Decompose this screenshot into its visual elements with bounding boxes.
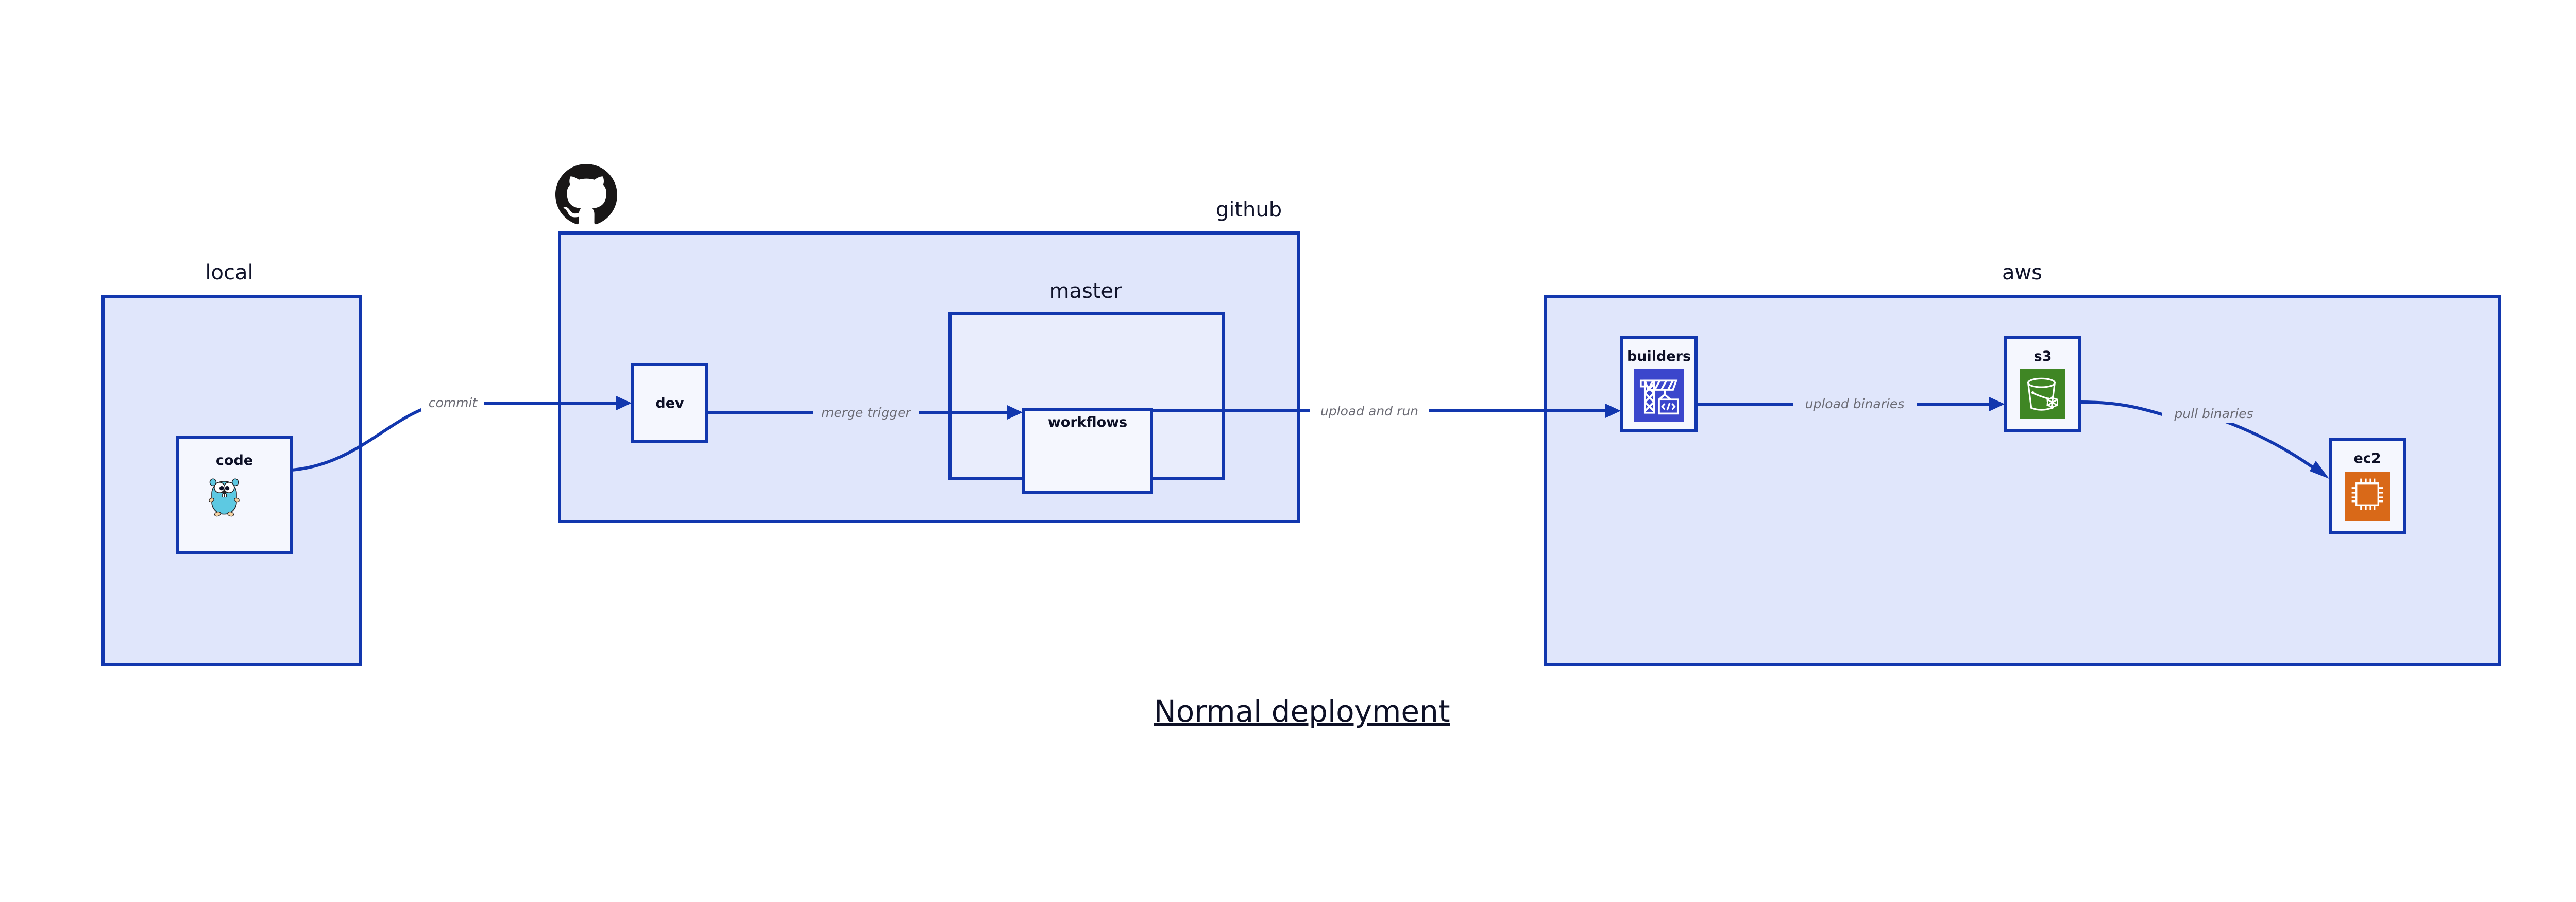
node-dev-box[interactable] — [631, 363, 708, 443]
edge-upload-binaries-label: upload binaries — [1805, 396, 1905, 411]
subgroup-master-label: master — [1049, 279, 1122, 303]
edge-commit: commit — [291, 393, 632, 472]
edge-commit-label: commit — [429, 395, 478, 410]
node-ec2[interactable]: ec2 — [2329, 438, 2406, 534]
ec2-chip-icon — [2345, 472, 2390, 521]
node-workflows-box[interactable] — [1022, 408, 1153, 494]
edge-upload-and-run-arrowhead — [1605, 404, 1621, 418]
edge-pull-binaries-label-bg — [2162, 403, 2267, 423]
group-github-label: github — [1216, 198, 1282, 222]
edge-commit-arrowhead — [616, 396, 632, 410]
edge-upload-and-run: upload and run — [1151, 400, 1621, 421]
edge-merge-trigger-arrowhead — [1007, 405, 1023, 420]
ec2-chip-icon-bg — [2345, 472, 2390, 521]
edge-pull-binaries-label: pull binaries — [2174, 406, 2253, 421]
node-dev[interactable]: dev — [631, 363, 708, 443]
node-builders[interactable]: builders — [1620, 336, 1698, 432]
edge-upload-binaries-label-bg — [1793, 394, 1917, 413]
builders-crane-icon — [1634, 369, 1684, 422]
github-octocat-logo — [555, 164, 618, 225]
s3-glacier-bucket-icon-bg — [2020, 369, 2065, 419]
node-workflows-label: workflows — [1048, 414, 1127, 430]
node-builders-label: builders — [1627, 348, 1691, 364]
edge-pull-binaries: pull binaries — [2079, 400, 2329, 479]
edge-merge-trigger-label-bg — [813, 402, 919, 422]
group-aws-label: aws — [2002, 261, 2042, 285]
edge-upload-binaries-arrowhead — [1989, 397, 2005, 411]
node-s3[interactable]: s3 — [2004, 336, 2081, 432]
edge-pull-binaries-line-b — [2225, 420, 2322, 475]
s3-glacier-bucket-icon — [2020, 369, 2065, 419]
node-ec2-label: ec2 — [2353, 450, 2381, 466]
edge-merge-trigger-label: merge trigger — [821, 405, 911, 420]
edge-upload-and-run-label: upload and run — [1320, 404, 1418, 419]
edge-pull-binaries-arrowhead — [2310, 461, 2329, 479]
node-workflows[interactable]: workflows — [1022, 408, 1153, 494]
edge-pull-binaries-line-a — [2079, 400, 2164, 416]
edge-merge-trigger: merge trigger — [707, 402, 1023, 422]
edge-commit-label-bg — [421, 393, 484, 411]
node-code-label: code — [216, 453, 253, 469]
edge-upload-binaries: upload binaries — [1696, 394, 2005, 413]
node-s3-label: s3 — [2034, 348, 2052, 364]
edge-upload-and-run-label-bg — [1310, 400, 1429, 421]
node-code[interactable]: code — [176, 436, 293, 554]
group-local-label: local — [205, 261, 253, 285]
page-title: Normal deployment — [1154, 694, 1450, 729]
node-dev-label: dev — [655, 395, 684, 411]
